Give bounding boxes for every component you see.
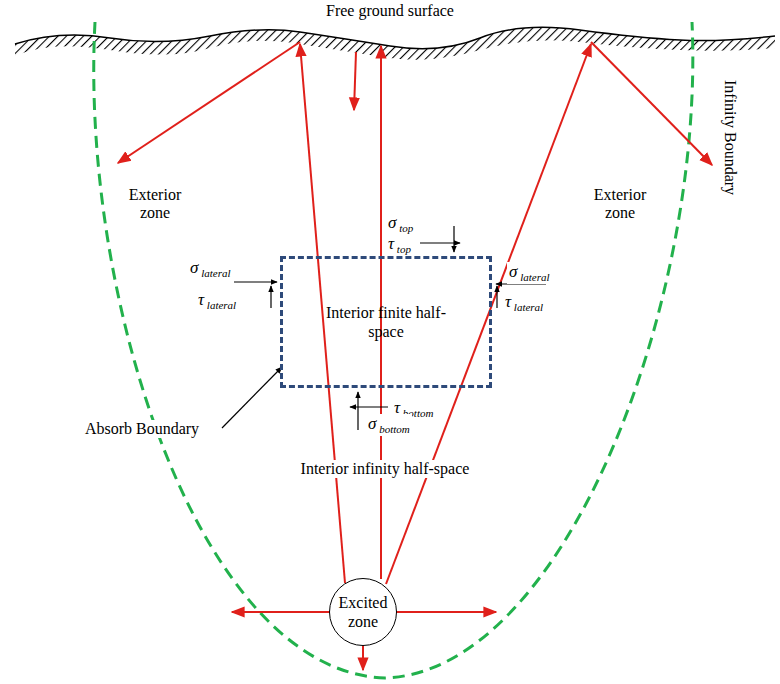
node-text: Excited zone — [333, 593, 393, 631]
zone-label: Interior infinity half-space — [299, 460, 472, 478]
ground-hatch — [15, 27, 775, 59]
stress-label: τ lateral — [196, 290, 238, 312]
zone-label: Exterior zone — [117, 186, 193, 223]
excited-zone-circle: Excited zone — [329, 578, 397, 646]
stress-arrows — [222, 226, 546, 430]
ground-surface-line — [15, 27, 775, 48]
stress-label: τ top — [386, 234, 413, 256]
zone-label: Exterior zone — [582, 186, 658, 223]
node-text: Interior finite half-space — [321, 303, 451, 341]
infinity-boundary — [94, 22, 693, 678]
wave-rays — [118, 42, 712, 670]
boundary-label: Absorb Boundary — [83, 420, 201, 438]
boundary-label: Infinity Boundary — [721, 78, 739, 197]
stress-label: σ lateral — [188, 258, 232, 280]
stress-label: τ lateral — [503, 292, 545, 314]
stress-label: σ bottom — [366, 414, 412, 436]
stress-label: σ top — [386, 213, 415, 235]
finite-half-space-box: Interior finite half-space — [280, 256, 492, 388]
surface-label: Free ground surface — [324, 2, 456, 20]
stress-label: σ lateral — [507, 262, 551, 284]
